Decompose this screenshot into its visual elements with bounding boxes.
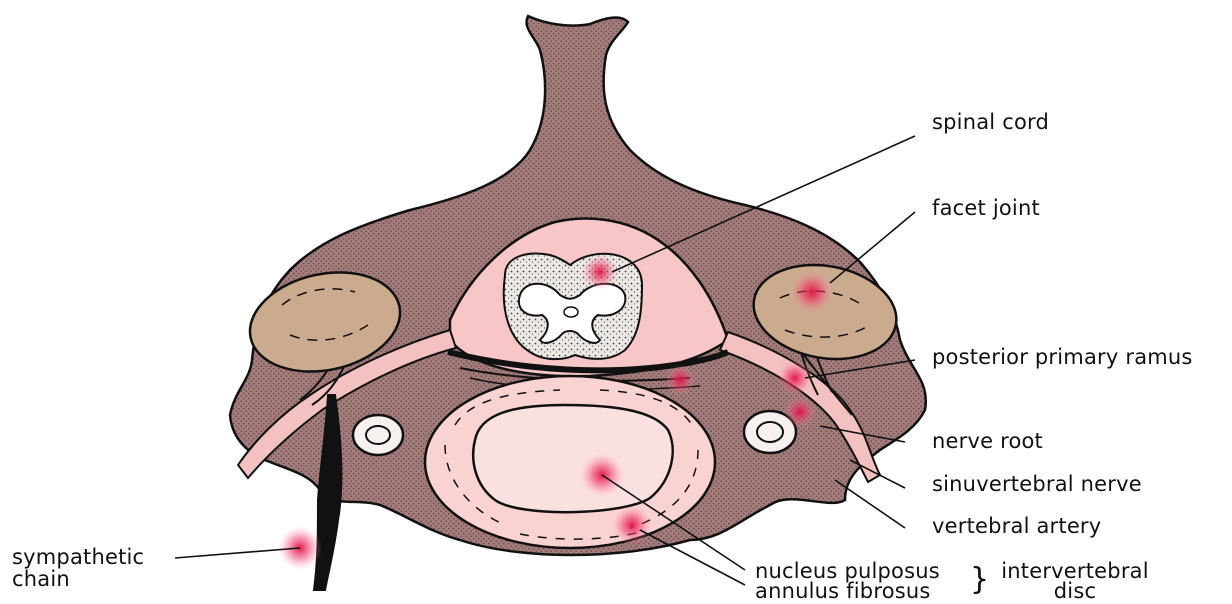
nucleus-pulposus xyxy=(473,405,672,512)
label-posterior-primary-ramus: posterior primary ramus xyxy=(932,346,1193,368)
hotspot-nerve-root xyxy=(784,396,816,428)
label-sympathetic: sympathetic xyxy=(12,546,144,568)
hotspot-annulus xyxy=(612,505,652,545)
hotspot-facet-joint xyxy=(790,270,834,314)
label-nerve-root: nerve root xyxy=(932,430,1043,452)
label-disc: disc xyxy=(990,580,1160,602)
vertebral-artery-foramen-left xyxy=(353,415,403,455)
label-chain: chain xyxy=(12,568,70,590)
label-facet-joint: facet joint xyxy=(932,197,1040,219)
label-sinuvertebral-nerve: sinuvertebral nerve xyxy=(932,473,1142,495)
label-spinal-cord: spinal cord xyxy=(932,111,1049,133)
disc-brace: } xyxy=(970,563,989,597)
hotspot-sinuvertebral xyxy=(665,365,695,395)
label-vertebral-artery: vertebral artery xyxy=(932,515,1101,537)
label-annulus-fibrosus: annulus fibrosus xyxy=(755,580,931,602)
